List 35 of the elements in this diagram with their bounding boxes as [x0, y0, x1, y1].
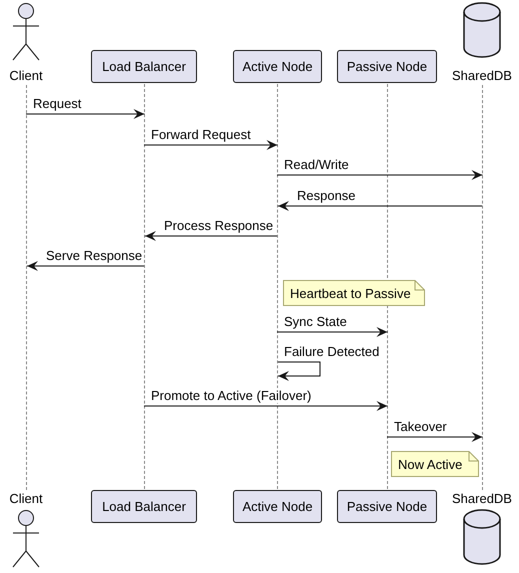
edge-label: Failure Detected — [283, 344, 380, 359]
participant-box: Passive Node — [337, 490, 437, 523]
message-arrow — [278, 201, 482, 211]
message-arrow — [144, 231, 278, 241]
note: Heartbeat to Passive — [283, 280, 425, 306]
message-arrow — [144, 140, 278, 150]
lifeline — [482, 85, 483, 490]
participant-box: Load Balancer — [91, 490, 197, 523]
participant-label: SharedDB — [451, 491, 513, 506]
edge-label: Forward Request — [150, 127, 252, 142]
edge-label: Response — [296, 188, 357, 203]
message-arrow — [26, 109, 145, 119]
lifeline — [26, 85, 27, 490]
participant-label: Client — [8, 491, 44, 506]
participant-box: Load Balancer — [91, 50, 197, 83]
participant-label: Client — [8, 68, 44, 83]
participant-label: SharedDB — [451, 68, 513, 83]
edge-label: Promote to Active (Failover) — [150, 388, 312, 403]
note: Now Active — [391, 451, 479, 477]
participant-box: Active Node — [233, 50, 322, 83]
edge-label: Process Response — [163, 218, 274, 233]
message-arrow — [144, 401, 388, 411]
edge-label: Read/Write — [283, 157, 350, 172]
message-arrow — [386, 432, 483, 442]
message-arrow — [278, 362, 320, 381]
edge-label: Request — [32, 96, 82, 111]
message-arrow — [26, 261, 144, 271]
message-arrow — [276, 327, 388, 337]
participant-box: Passive Node — [337, 50, 437, 83]
message-arrow — [276, 170, 483, 180]
edge-label: Sync State — [283, 314, 348, 329]
participant-box: Active Node — [233, 490, 322, 523]
edge-label: Serve Response — [45, 248, 144, 263]
edge-label: Takeover — [393, 419, 448, 434]
lifeline — [144, 84, 145, 489]
